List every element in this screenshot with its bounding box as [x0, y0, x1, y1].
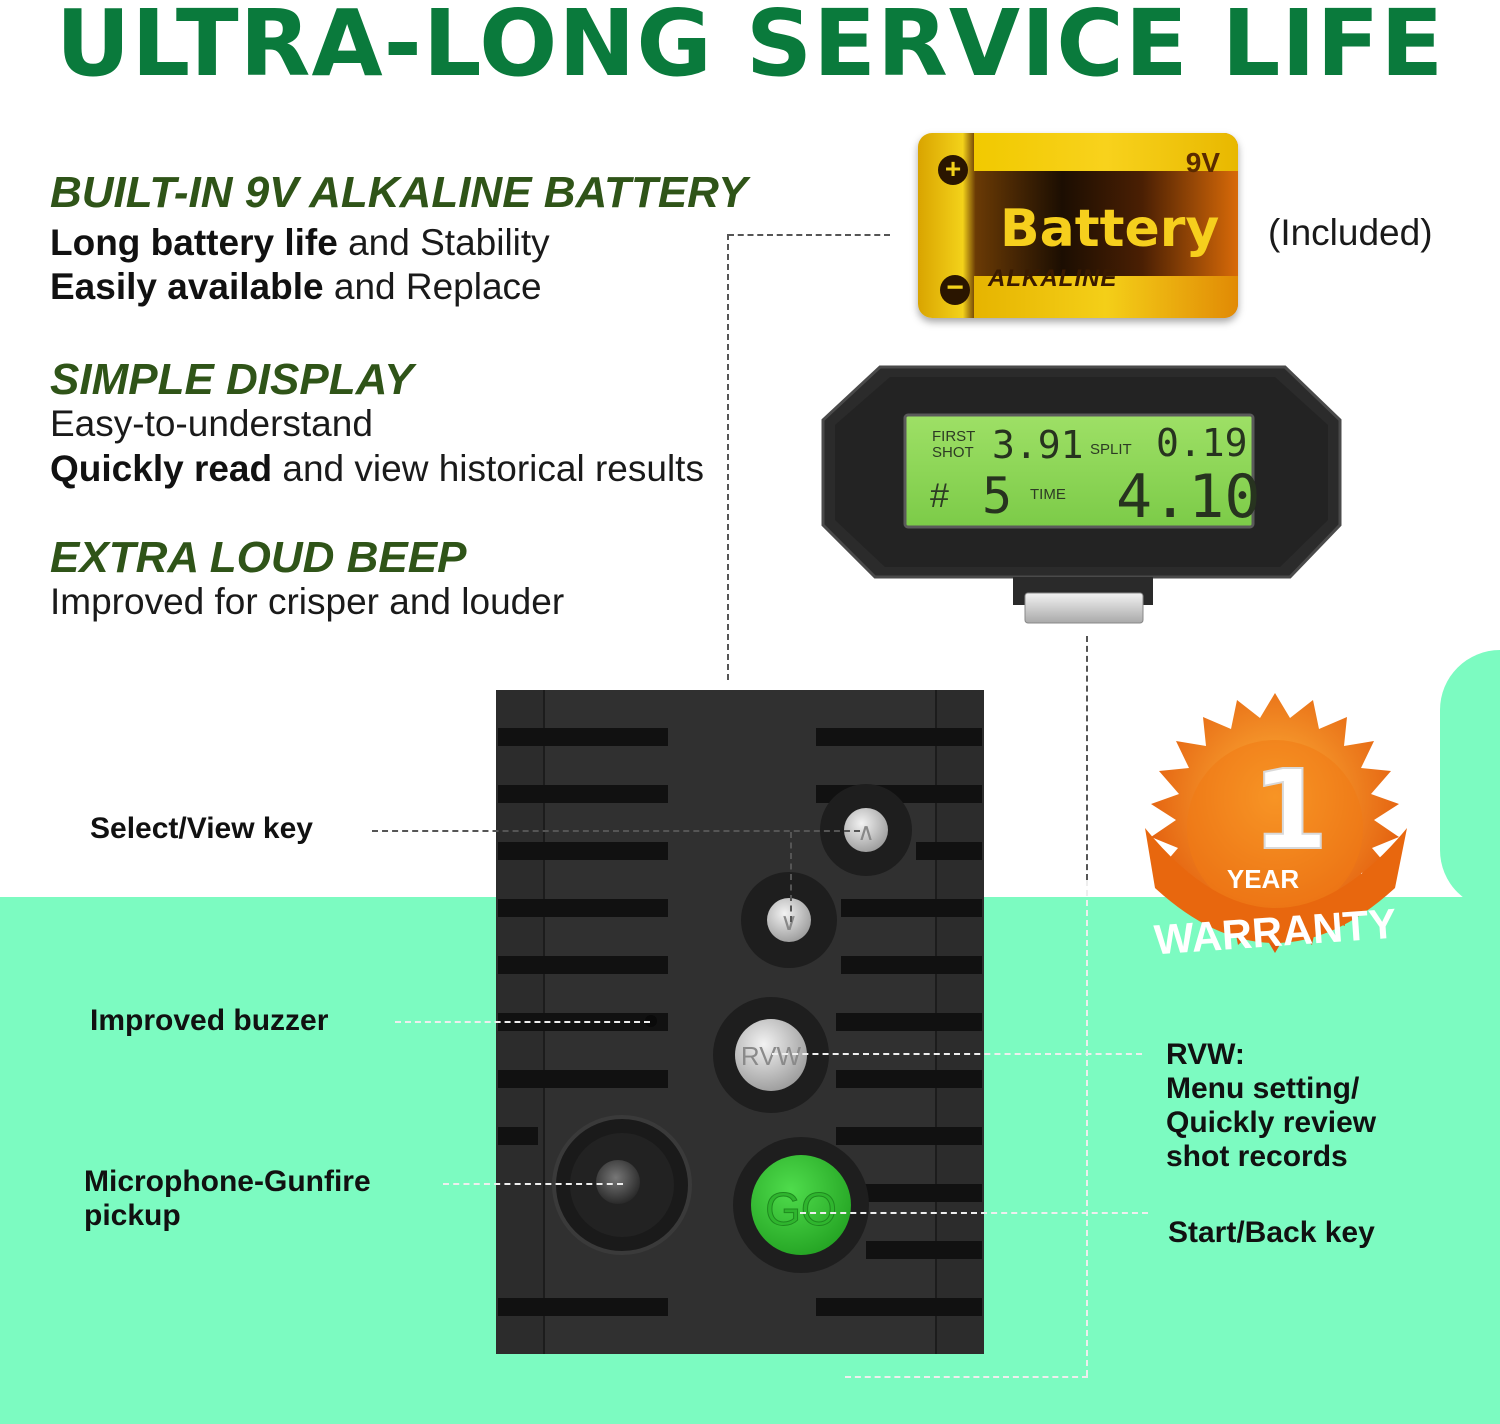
- rvw-key-button[interactable]: [735, 1019, 807, 1091]
- shot-timer-device: ∧ ∨ RVW GO: [496, 690, 984, 1354]
- warranty-number: 1: [1252, 746, 1329, 874]
- select-view-connector: [790, 832, 792, 922]
- improved-buzzer-label: Improved buzzer: [90, 1004, 329, 1037]
- rvw-key-label: RVW: [741, 1041, 802, 1071]
- lcd-display-unit: FIRST SHOT 3.91 SPLIT 0.19 # 5 TIME 4.10: [821, 365, 1342, 624]
- up-key-button[interactable]: [844, 808, 888, 852]
- down-key-button[interactable]: [767, 898, 811, 942]
- mint-accent-shape: [1440, 650, 1500, 910]
- lcd-shot-label: SHOT: [932, 444, 974, 461]
- feature-heading-display: SIMPLE DISPLAY: [50, 355, 414, 404]
- feature-line: Easy-to-understand: [50, 403, 373, 444]
- page-title: ULTRA-LONG SERVICE LIFE: [55, 0, 1445, 97]
- start-back-key-label: Start/Back key: [1168, 1216, 1375, 1249]
- microphone-label: Microphone-Gunfire pickup: [84, 1165, 371, 1232]
- down-arrow-icon: ∨: [780, 908, 798, 936]
- buzzer-hole: [645, 1015, 657, 1027]
- plus-terminal-icon: +: [938, 155, 968, 185]
- microphone-connector: [443, 1183, 623, 1185]
- rvw-connector: [772, 1053, 1142, 1055]
- feature-line: Long battery life and Stability: [50, 222, 550, 263]
- battery-connector-line: [727, 234, 729, 680]
- feature-line: Improved for crisper and louder: [50, 581, 565, 622]
- feature-heading-beep: EXTRA LOUD BEEP: [50, 533, 467, 582]
- feature-heading-battery: BUILT-IN 9V ALKALINE BATTERY: [50, 168, 748, 217]
- rvw-label: RVW: Menu setting/ Quickly review shot r…: [1166, 1038, 1377, 1173]
- lcd-split-label: SPLIT: [1090, 441, 1132, 458]
- lcd-split-value: 0.19: [1156, 421, 1248, 465]
- lcd-first-shot-value: 3.91: [992, 423, 1084, 467]
- buzzer-connector: [395, 1021, 650, 1023]
- select-view-connector: [372, 830, 860, 832]
- warranty-year: YEAR: [1227, 864, 1299, 894]
- start-back-connector: [800, 1212, 1148, 1214]
- display-connector-line: [1086, 636, 1088, 880]
- go-key-label: GO: [765, 1183, 837, 1235]
- select-view-key-label: Select/View key: [90, 812, 313, 845]
- battery-label: Battery: [1000, 199, 1220, 259]
- battery-voltage: 9V: [1185, 147, 1220, 178]
- warranty-badge: 1 YEAR WARRANTY: [1145, 693, 1407, 963]
- display-connector-line: [1086, 880, 1088, 1376]
- battery-connector-line: [728, 234, 890, 236]
- lcd-first-label: FIRST: [932, 428, 975, 445]
- lcd-time-value: 4.10: [1116, 462, 1261, 532]
- battery-image: 9V Battery ALKALINE + −: [918, 133, 1238, 318]
- lcd-hash-label: #: [930, 477, 949, 515]
- minus-terminal-icon: −: [940, 273, 970, 305]
- feature-line: Easily available and Replace: [50, 266, 542, 307]
- up-arrow-icon: ∧: [857, 818, 875, 846]
- battery-type: ALKALINE: [988, 265, 1118, 292]
- lcd-time-label: TIME: [1030, 486, 1066, 503]
- go-key-button[interactable]: [751, 1155, 851, 1255]
- microphone-pickup: [596, 1160, 640, 1204]
- lcd-shot-count: 5: [982, 467, 1012, 525]
- feature-line: Quickly read and view historical results: [50, 448, 704, 489]
- display-connector-line: [845, 1376, 1088, 1378]
- battery-included-note: (Included): [1268, 212, 1433, 253]
